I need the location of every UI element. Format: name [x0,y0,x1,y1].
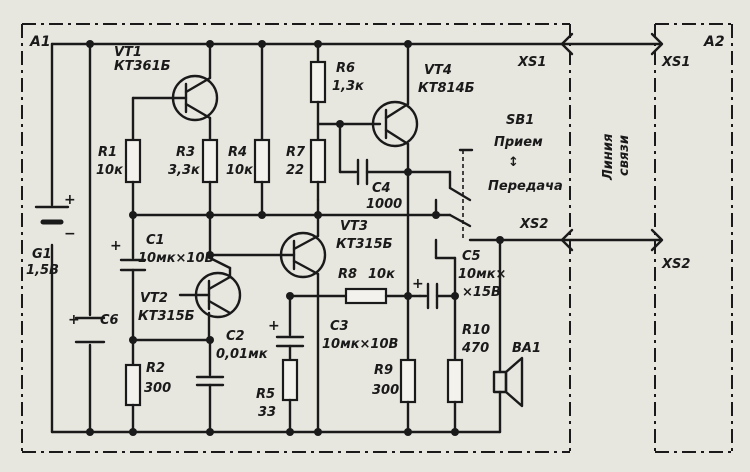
connector-xs1-a1: XS1 [517,55,546,70]
r5-name: R5 [256,387,275,402]
block-a1-outline [21,23,571,453]
vt1-name: VT1 [114,45,142,60]
capacitor-c6 [74,316,106,344]
r8-name: R8 [338,267,357,282]
r9-value: 300 [372,383,399,398]
connector-lines [560,32,664,252]
c5-name: C5 [462,249,481,264]
r4-value: 10к [226,163,254,178]
r2-name: R2 [146,361,165,376]
speaker-ba1 [492,238,524,434]
resistor-r8 [344,287,388,305]
c3-plus: + [268,318,280,334]
battery-g1-value: 1,5В [26,263,59,278]
r3-value: 3,3к [168,163,201,178]
r5-value: 33 [258,405,276,420]
vt3-name: VT3 [340,219,368,234]
vt4-type: КТ814Б [418,81,475,96]
transistor-vt2 [178,213,242,342]
c6-name: C6 [100,313,119,328]
r7-name: R7 [286,145,306,160]
resistor-r10 [446,358,464,404]
c1-plus: + [110,238,122,254]
r8-value: 10к [368,267,396,282]
r1-name: R1 [98,145,117,160]
resistor-r5 [281,358,299,402]
resistor-r3 [201,138,219,184]
resistor-r7 [309,138,327,184]
resistor-r1 [124,138,142,184]
transistor-vt3 [208,198,327,434]
c4-name: C4 [372,181,391,196]
block-a2-outline [654,23,733,453]
r10-name: R10 [462,323,490,338]
block-a2-label: A2 [703,34,725,50]
resistor-r9 [399,358,417,404]
vt1-type: КТ361Б [114,59,171,74]
c5-value-2: ×15В [462,285,501,300]
line-label-2: связи [617,135,632,176]
r9-name: R9 [374,363,393,378]
c1-name: C1 [146,233,165,248]
c5-value-1: 10мк× [458,267,506,282]
junction-dots [86,40,504,436]
r6-name: R6 [336,61,355,76]
vt2-name: VT2 [140,291,168,306]
c6-plus: + [68,312,80,328]
line-label-1: Линия [601,134,616,181]
vt2-type: КТ315Б [138,309,195,324]
r1-value: 10к [96,163,124,178]
r6-value: 1,3к [332,79,365,94]
switch-sb1-name: SB1 [506,113,534,128]
c3-value: 10мк×10В [322,337,399,352]
resistor-r4 [253,138,271,184]
supply-rails [50,42,564,434]
vt3-type: КТ315Б [336,237,393,252]
switch-arrow-icon: ↕ [508,155,519,170]
ba1-name: BA1 [512,341,541,356]
switch-mode-transmit: Передача [488,179,563,194]
transistor-vt4 [371,42,419,174]
transistor-vt1 [131,42,219,142]
block-a1-label: A1 [29,34,51,50]
c4-value: 1000 [366,197,402,212]
vt4-name: VT4 [424,63,452,78]
connector-xs2-a1: XS2 [519,217,548,232]
switch-mode-receive: Прием [494,135,543,150]
battery-minus: − [64,226,76,242]
resistor-r6 [309,60,327,104]
resistor-r2 [124,363,142,407]
c2-value: 0,01мк [216,347,269,362]
c1-value: 10мк×10В [138,251,215,266]
r3-name: R3 [176,145,195,160]
c5-plus: + [412,276,424,292]
battery-g1 [34,205,70,225]
battery-g1-name: G1 [32,247,52,262]
connector-xs2-a2: XS2 [661,257,690,272]
connector-xs1-a2: XS1 [661,55,690,70]
r10-value: 470 [461,341,489,356]
c3-name: C3 [330,319,349,334]
r4-name: R4 [228,145,247,160]
r7-value: 22 [286,163,304,178]
r2-value: 300 [144,381,171,396]
c2-name: C2 [226,329,245,344]
battery-plus: + [64,192,76,208]
